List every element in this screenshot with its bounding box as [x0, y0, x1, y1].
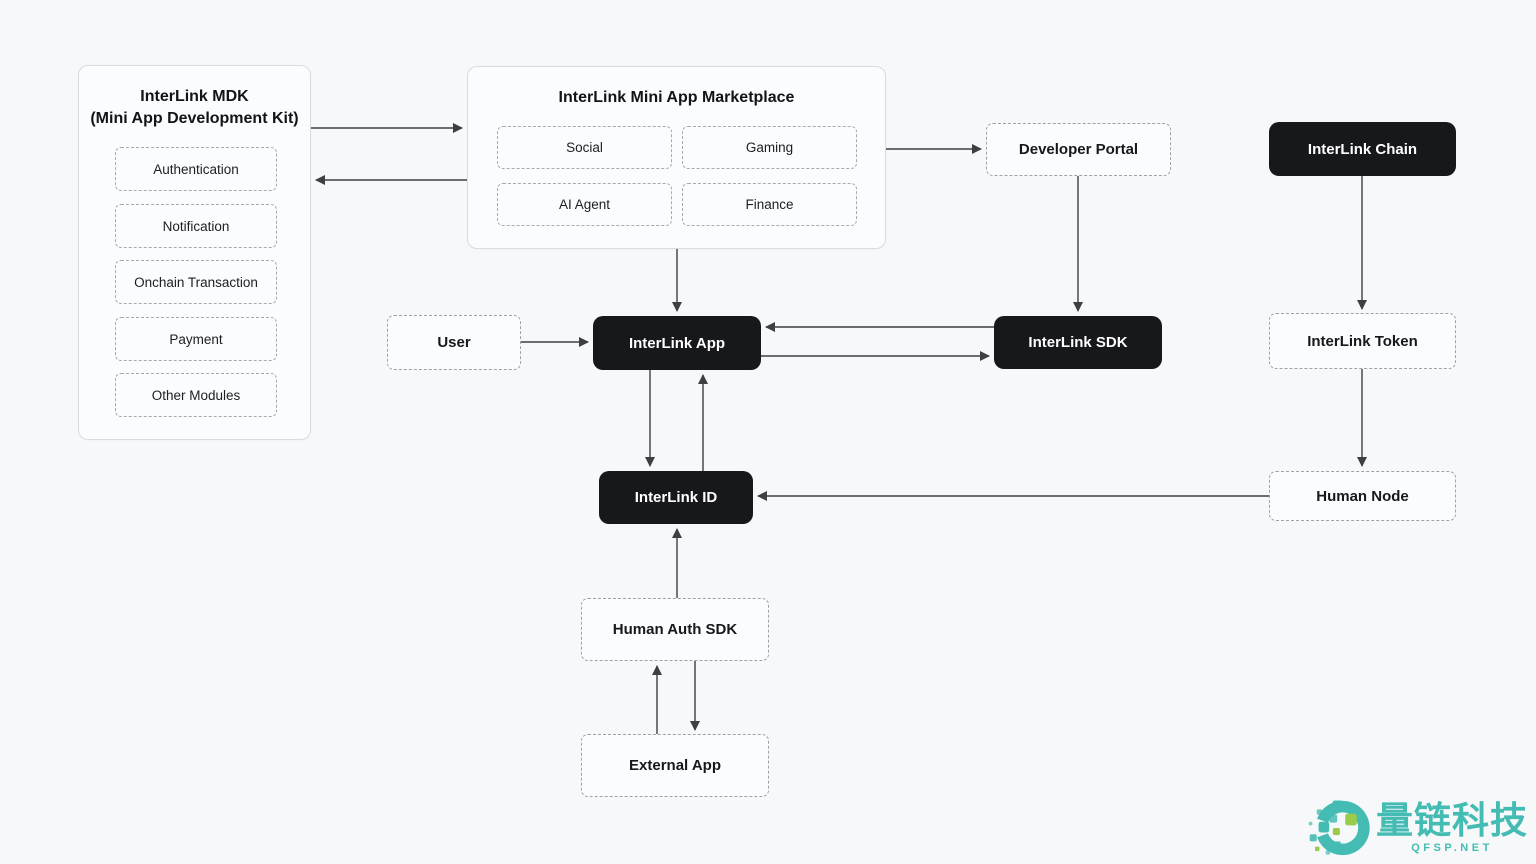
- node-label: InterLink Token: [1307, 332, 1418, 350]
- node-interlink-token: InterLink Token: [1269, 313, 1456, 369]
- marketplace-category-gaming: Gaming: [682, 126, 857, 169]
- mdk-module-payment: Payment: [115, 317, 277, 361]
- node-interlink-id: InterLink ID: [599, 471, 753, 524]
- node-external-app: External App: [581, 734, 769, 797]
- node-label: InterLink SDK: [1028, 334, 1128, 351]
- node-human-auth-sdk: Human Auth SDK: [581, 598, 769, 661]
- marketplace-category-label: Gaming: [745, 140, 794, 155]
- node-developer-portal: Developer Portal: [986, 123, 1171, 176]
- marketplace-title: InterLink Mini App Marketplace: [558, 89, 795, 106]
- mdk-module-label: Notification: [162, 218, 230, 234]
- node-interlink-chain: InterLink Chain: [1269, 122, 1456, 176]
- mdk-title: InterLink MDK (Mini App Development Kit): [79, 86, 310, 131]
- marketplace-category-label: Social: [566, 140, 603, 155]
- mdk-module-other-modules: Other Modules: [115, 373, 277, 417]
- brand-domain: QFSP.NET: [1411, 841, 1493, 854]
- node-label: InterLink App: [628, 334, 726, 352]
- marketplace-category-label: AI Agent: [558, 197, 611, 212]
- marketplace-category-label: Finance: [745, 197, 794, 212]
- panel-marketplace: InterLink Mini App Marketplace Social Ga…: [467, 66, 886, 249]
- mdk-module-label: Onchain Transaction: [134, 274, 258, 290]
- marketplace-category-social: Social: [497, 126, 672, 169]
- mdk-module-notification: Notification: [115, 204, 277, 248]
- node-label: User: [437, 334, 471, 351]
- node-user: User: [387, 315, 521, 370]
- node-label: Developer Portal: [1018, 141, 1139, 158]
- node-label: InterLink ID: [634, 489, 718, 506]
- marketplace-category-ai-agent: AI Agent: [497, 183, 672, 226]
- qfsp-logo-icon: [1308, 800, 1370, 856]
- mdk-title-line2: (Mini App Development Kit): [90, 110, 299, 128]
- panel-interlink-mdk: InterLink MDK (Mini App Development Kit)…: [78, 65, 311, 440]
- node-label: Human Node: [1316, 487, 1409, 505]
- watermark: 量链科技 QFSP.NET: [1307, 796, 1528, 860]
- node-label: Human Auth SDK: [612, 621, 738, 638]
- brand-name: 量链科技: [1376, 800, 1528, 842]
- node-interlink-app: InterLink App: [593, 316, 761, 370]
- node-label: External App: [629, 757, 721, 774]
- mdk-module-label: Payment: [169, 331, 223, 347]
- mdk-module-onchain-transaction: Onchain Transaction: [115, 260, 277, 304]
- node-interlink-sdk: InterLink SDK: [994, 316, 1162, 369]
- mdk-module-label: Other Modules: [151, 387, 241, 403]
- brand-text-block: 量链科技 QFSP.NET: [1376, 800, 1528, 854]
- marketplace-category-finance: Finance: [682, 183, 857, 226]
- mdk-module-label: Authentication: [153, 161, 239, 177]
- node-label: InterLink Chain: [1307, 140, 1418, 158]
- node-human-node: Human Node: [1269, 471, 1456, 521]
- mdk-module-authentication: Authentication: [115, 147, 277, 191]
- mdk-title-line1: InterLink MDK: [140, 88, 249, 105]
